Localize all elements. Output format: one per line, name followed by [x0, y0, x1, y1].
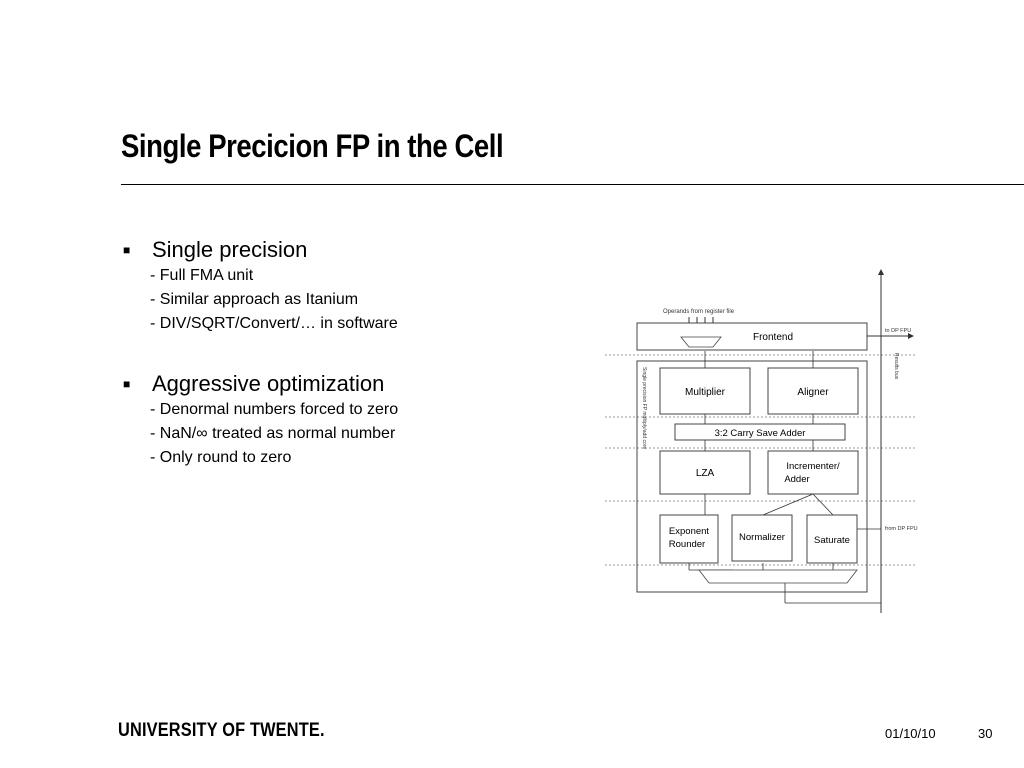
bullet-subline: - Denormal numbers forced to zero	[150, 401, 399, 418]
bullet-subline: - Full FMA unit	[150, 267, 254, 284]
saturate-block	[806, 514, 858, 564]
incrementer-label-line1: Incrementer/	[786, 461, 840, 472]
square-bullet-icon: ■	[123, 243, 131, 257]
arrow-up-icon	[878, 269, 884, 275]
bullet-subline: - DIV/SQRT/Convert/… in software	[150, 315, 398, 332]
multiplier-block	[659, 367, 751, 415]
to-dp-fpu-label: to DP FPU	[885, 328, 911, 334]
saturate-label: Saturate	[814, 535, 850, 546]
title-rule	[121, 184, 1024, 185]
bullet-heading: Single precision	[152, 237, 308, 262]
exponent-rounder-block	[659, 514, 719, 564]
multiplier-label: Multiplier	[685, 387, 726, 398]
normalizer-block	[731, 514, 793, 562]
results-bus-label: Results bus	[893, 353, 899, 380]
university-logo: UNIVERSITY OF TWENTE.	[118, 720, 325, 741]
bullet-item: ■ Single precision - Full FMA unit - Sim…	[121, 236, 481, 336]
output-mux	[698, 569, 858, 584]
bullet-subline: - Only round to zero	[150, 449, 292, 466]
footer-date: 01/10/10	[885, 726, 936, 741]
page-number: 30	[978, 726, 993, 741]
carry-save-adder-label: 3:2 Carry Save Adder	[715, 428, 806, 439]
exponent-label-line1: Exponent	[669, 526, 710, 537]
square-bullet-icon: ■	[123, 377, 131, 391]
aligner-block	[767, 367, 859, 415]
core-box	[636, 360, 868, 593]
operands-label: Operands from register file	[663, 309, 735, 315]
bullet-subline: - NaN/∞ treated as normal number	[150, 425, 396, 442]
lza-label: LZA	[696, 468, 715, 479]
aligner-label: Aligner	[797, 387, 829, 398]
slide-title: Single Precicion FP in the Cell	[121, 128, 504, 164]
incrementer-label-line2: Adder	[784, 474, 809, 485]
bullet-heading: Aggressive optimization	[152, 371, 385, 396]
frontend-label: Frontend	[753, 332, 793, 343]
lza-block	[659, 450, 751, 495]
frontend-block	[636, 322, 868, 351]
carry-save-adder-block	[674, 423, 846, 441]
bullet-item: ■ Aggressive optimization - Denormal num…	[121, 370, 481, 470]
exponent-label-line2: Rounder	[669, 539, 705, 550]
normalizer-label: Normalizer	[739, 532, 785, 543]
connectors	[688, 351, 881, 604]
incrementer-block	[767, 450, 859, 495]
from-dp-fpu-label: from DP FPU	[885, 526, 918, 532]
bullet-subline: - Similar approach as Itanium	[150, 291, 359, 308]
bullet-list: ■ Single precision - Full FMA unit - Sim…	[121, 236, 481, 504]
core-label: Single precision FP multiply/add core	[641, 367, 647, 449]
operand-mux	[680, 336, 722, 348]
fp-unit-diagram: Operands from register file Frontend to …	[605, 269, 918, 613]
